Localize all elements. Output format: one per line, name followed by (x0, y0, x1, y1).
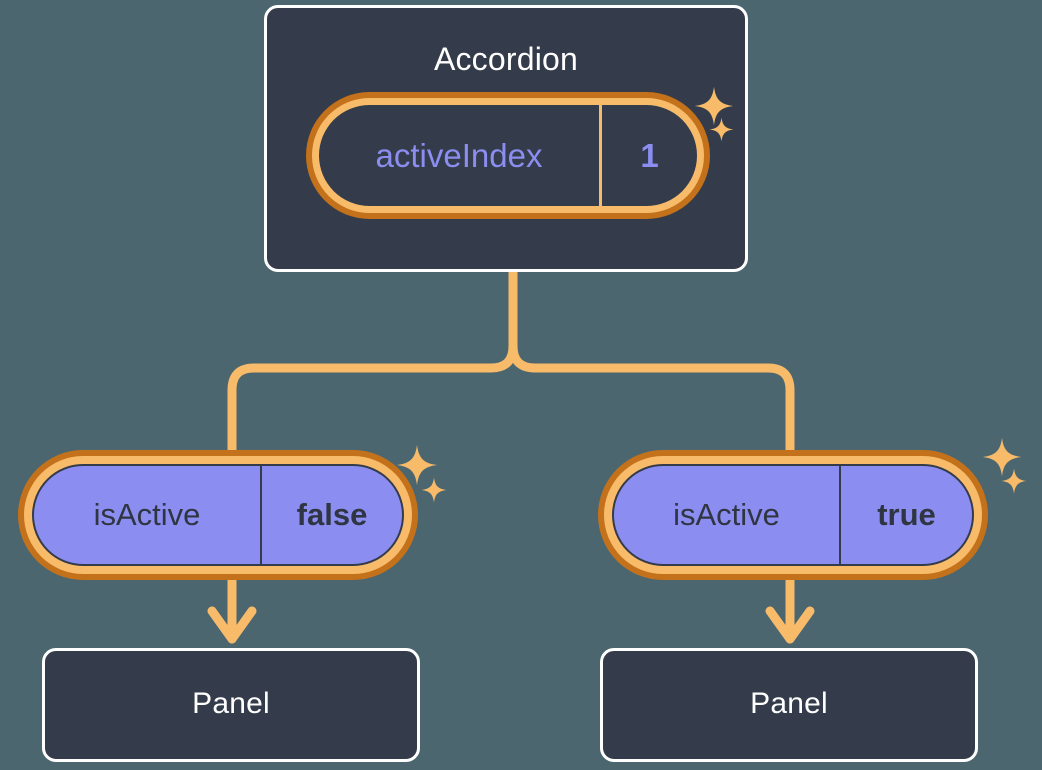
state-key-active-index: activeIndex (319, 105, 602, 206)
wire-branch-left (227, 341, 518, 465)
state-pill-active-index[interactable]: activeIndex 1 (306, 92, 710, 219)
component-card-panel-right[interactable]: Panel (600, 648, 978, 762)
sparkle-icon (982, 437, 1022, 477)
state-value-active-index: 1 (640, 136, 659, 174)
sparkle-icon (421, 477, 447, 503)
component-title-panel-left: Panel (192, 687, 270, 720)
component-title-accordion: Accordion (433, 41, 579, 77)
state-key-is-active-left: isActive (34, 466, 262, 564)
state-pill-ring: isActive true (604, 456, 982, 574)
state-value-is-active-right: true (877, 497, 936, 532)
state-pill-body: isActive false (32, 464, 404, 566)
state-pill-body: isActive true (612, 464, 974, 566)
wire-arrow-left-head (207, 606, 257, 644)
state-pill-ring: activeIndex 1 (312, 98, 704, 213)
state-pill-is-active-true[interactable]: isActive true (598, 450, 988, 580)
state-value-is-active-left: false (296, 497, 368, 532)
wire-arrow-right-head (765, 606, 815, 644)
component-card-panel-left[interactable]: Panel (42, 648, 420, 762)
component-title-panel-right: Panel (750, 687, 828, 720)
wire-branch-right (508, 341, 795, 465)
sparkle-icon (1001, 468, 1027, 494)
state-key-is-active-right: isActive (614, 466, 841, 564)
state-pill-ring: isActive false (24, 456, 412, 574)
state-pill-is-active-false[interactable]: isActive false (18, 450, 418, 580)
state-pill-body: activeIndex 1 (319, 105, 697, 206)
